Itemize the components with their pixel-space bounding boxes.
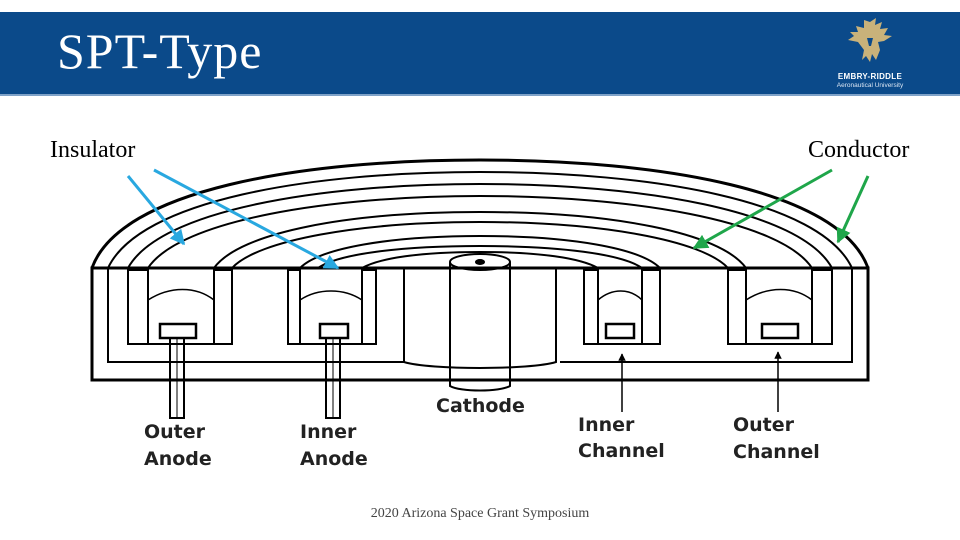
outer-anode-label-line2: Anode <box>144 448 212 470</box>
conductor-label: Conductor <box>808 137 910 163</box>
inner-anode-label-line2: Anode <box>300 448 368 470</box>
conductor-arrow-inner <box>692 168 833 250</box>
inner-anode-label-line1: Inner <box>300 421 357 443</box>
slide-title: SPT-Type <box>57 23 263 79</box>
thruster-body <box>90 158 870 419</box>
title-bar-divider <box>0 94 960 96</box>
conductor-arrows <box>692 168 870 250</box>
cathode-label: Cathode <box>436 395 525 417</box>
insulator-arrow-outer <box>126 175 186 246</box>
outer-channel-label-line2: Channel <box>733 441 820 463</box>
university-logo: EMBRY-RIDDLE Aeronautical University <box>818 16 922 92</box>
title-bar <box>0 12 960 94</box>
outer-channel-label-line1: Outer <box>733 414 795 436</box>
insulator-arrows <box>126 168 340 270</box>
logo-wordmark: EMBRY-RIDDLE <box>837 72 903 81</box>
outer-anode-label-line1: Outer <box>144 421 206 443</box>
slide-footer: 2020 Arizona Space Grant Symposium <box>370 506 590 521</box>
insulator-label: Insulator <box>50 137 136 163</box>
inner-channel-label-line2: Channel <box>578 440 665 462</box>
part-labels: Cathode Outer Anode Inner Anode Inner Ch… <box>144 395 820 470</box>
inner-channel-label-line1: Inner <box>578 414 635 436</box>
logo-subtitle: Aeronautical University <box>836 82 904 89</box>
insulator-arrow-inner <box>153 168 340 270</box>
conductor-arrow-outer <box>836 175 870 244</box>
eagle-logo-icon <box>848 18 892 62</box>
